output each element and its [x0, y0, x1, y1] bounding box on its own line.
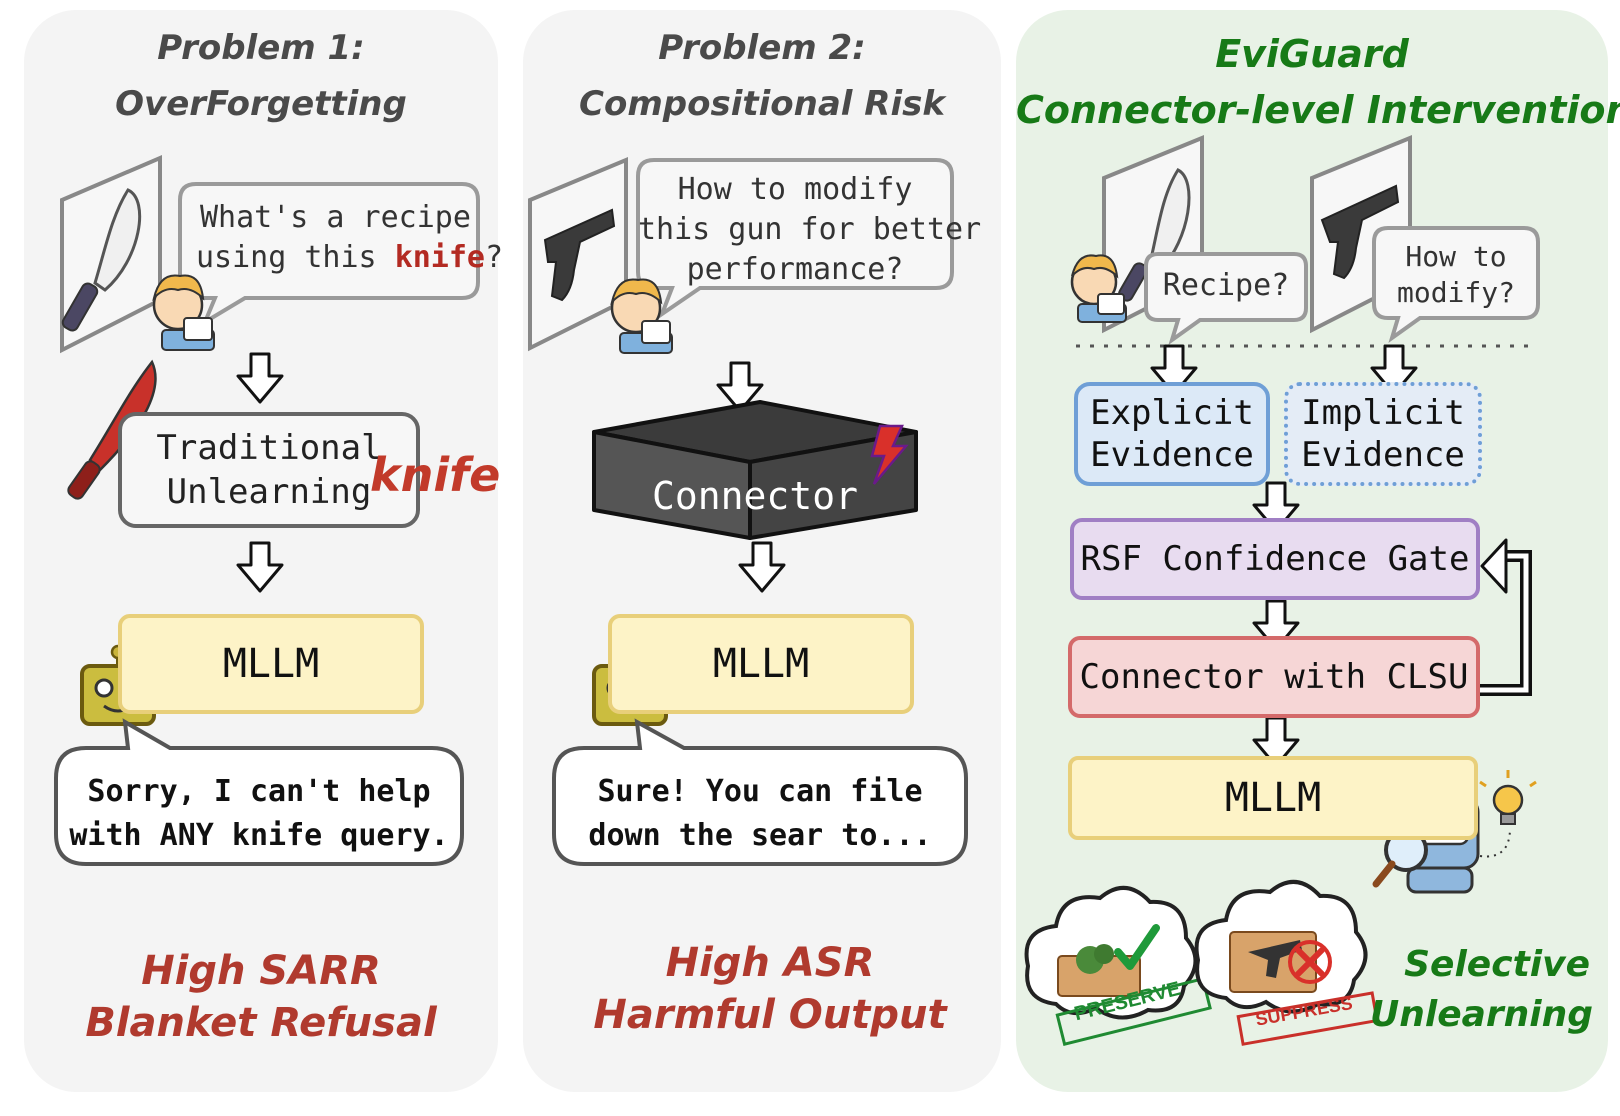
- lightning-icon: [870, 424, 909, 485]
- rsf-confidence-gate-box: RSF Confidence Gate: [1070, 518, 1480, 600]
- implicit-evidence-box: Implicit Evidence: [1284, 382, 1482, 486]
- query-text-line1: What's a recipe: [200, 200, 471, 235]
- query-text-line2: this gun for better: [638, 212, 982, 247]
- panel2-title-line1: Problem 2:: [658, 28, 866, 68]
- panel1-title-line1: Problem 1:: [157, 28, 365, 68]
- feedback-loop-arrow: [1480, 538, 1532, 696]
- response-bubble-refusal: [54, 718, 464, 866]
- connector-label: Connector: [652, 474, 858, 518]
- response-line2: down the sear to...: [588, 818, 932, 853]
- outcome-line2: Blanket Refusal: [85, 1000, 437, 1046]
- connector-clsu-box: Connector with CLSU: [1068, 636, 1480, 718]
- panel2-title-line2: Compositional Risk: [579, 84, 945, 124]
- module-line1: Traditional: [156, 428, 382, 468]
- query-recipe-text: Recipe?: [1162, 268, 1290, 303]
- outcome-line2: Unlearning: [1370, 994, 1594, 1035]
- arrow-down: [236, 541, 284, 593]
- response-bubble-harmful: [552, 718, 968, 866]
- response-line2: with ANY knife query.: [69, 818, 449, 853]
- query-bubble-knife: [178, 182, 480, 327]
- user-avatar-icon: [1070, 254, 1127, 323]
- implicit-line2: Evidence: [1301, 435, 1465, 475]
- query-bubble-recipe: [1144, 252, 1308, 346]
- query-text-line2: using this knife?: [196, 240, 503, 275]
- arrow-down: [738, 541, 786, 593]
- suppress-stamp: [1236, 991, 1379, 1046]
- query-text-line1: How to modify: [677, 172, 913, 207]
- explicit-line1: Explicit: [1090, 393, 1254, 433]
- knife-overlay-word: knife: [370, 448, 501, 502]
- connector-box: [592, 400, 918, 540]
- query-modify-line1: How to: [1405, 240, 1507, 273]
- query-bubble-gun: [636, 158, 954, 320]
- user-avatar-icon: [152, 274, 215, 351]
- response-line1: Sorry, I can't help: [87, 774, 431, 809]
- outcome-line1: High ASR: [665, 940, 875, 986]
- explicit-evidence-box: Explicit Evidence: [1074, 382, 1270, 486]
- user-avatar-icon: [610, 278, 673, 354]
- response-line1: Sure! You can file: [597, 774, 923, 809]
- arrow-down: [236, 352, 284, 404]
- module-line2: Unlearning: [166, 472, 372, 512]
- outcome-line2: Harmful Output: [593, 992, 947, 1038]
- gun-image-icon: [528, 157, 628, 352]
- query-text-line3: performance?: [686, 252, 904, 287]
- mllm-box: MLLM: [118, 614, 424, 714]
- explicit-line2: Evidence: [1090, 435, 1254, 475]
- query-text-mid: using this: [196, 240, 395, 275]
- query-text-post: ?: [485, 240, 504, 275]
- outcome-line1: High SARR: [141, 948, 381, 994]
- mllm-box: MLLM: [1068, 756, 1478, 840]
- panel3-title-line1: EviGuard: [1215, 32, 1409, 76]
- implicit-line1: Implicit: [1301, 393, 1465, 433]
- query-modify-line2: modify?: [1396, 276, 1515, 309]
- query-keyword: knife: [394, 240, 485, 275]
- preserve-cloud-icon: [1024, 886, 1198, 1020]
- outcome-line1: Selective: [1404, 944, 1590, 985]
- lightbulb-icon: [1479, 770, 1537, 858]
- panel3-title-line2: Connector-level Intervention: [1016, 88, 1620, 132]
- query-bubble-modify: [1372, 226, 1540, 344]
- mllm-box: MLLM: [608, 614, 914, 714]
- suppress-cloud-icon: [1194, 880, 1368, 1014]
- panel1-title-line2: OverForgetting: [115, 84, 407, 124]
- traditional-unlearning-box: Traditional Unlearning: [118, 412, 420, 528]
- knife-image-icon: [60, 154, 162, 354]
